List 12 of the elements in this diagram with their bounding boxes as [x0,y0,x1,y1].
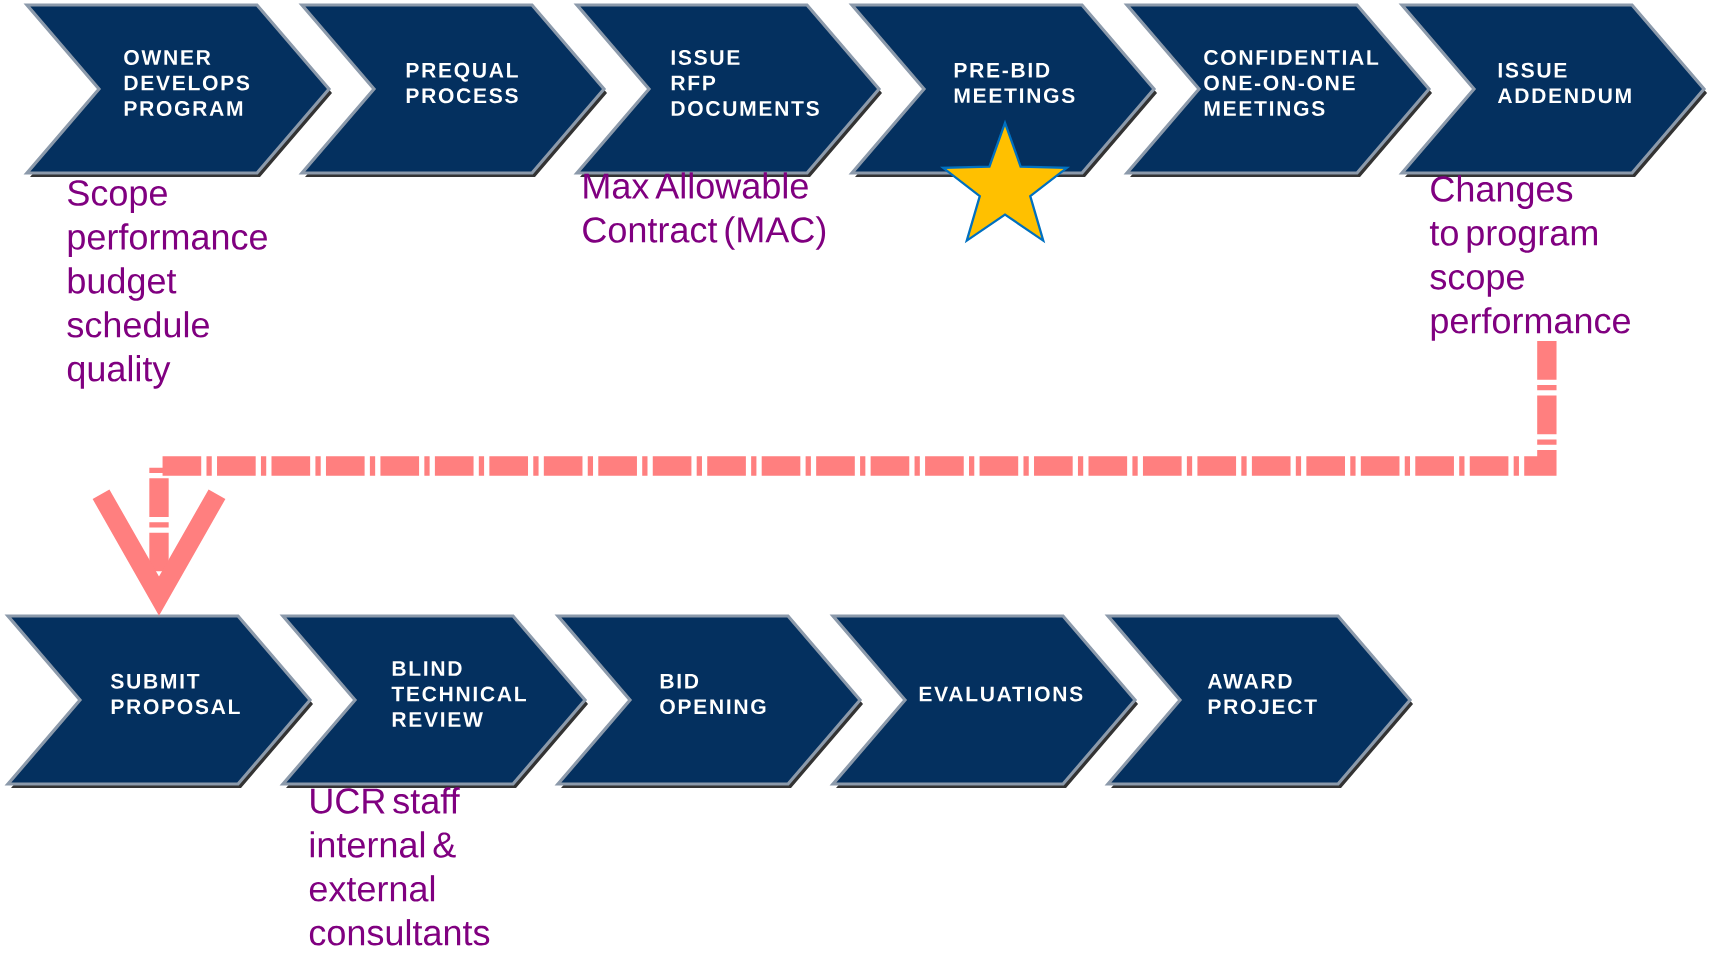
process-step: OWNER DEVELOPS PROGRAM [23,3,332,177]
process-step: CONFIDENTIAL ONE-ON-ONE MEETINGS [1123,3,1433,177]
note-text: Scope performance budget schedule quality [67,180,267,389]
note-text: UCR staff internal & external consultants [309,787,490,946]
note-text: Changes to program scope performance [1429,175,1630,341]
process-step: SUBMIT PROPOSAL [4,614,313,788]
process-step: PRE-BID MEETINGS [848,3,1157,177]
process-step: BLIND TECHNICAL REVIEW [279,614,588,788]
process-step: EVALUATIONS [829,614,1138,788]
process-step: BID OPENING [554,614,863,788]
process-step: AWARD PROJECT [1104,614,1413,788]
dashed-arrow [92,341,1557,616]
